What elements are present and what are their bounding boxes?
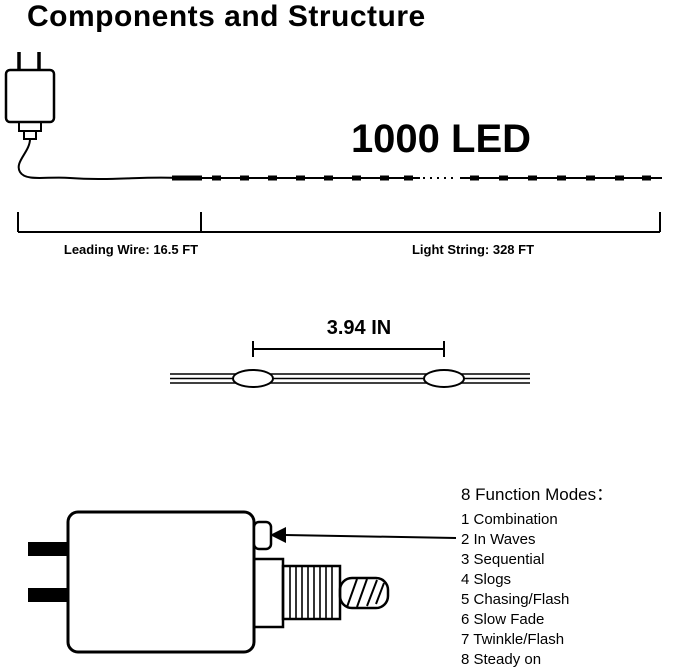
leading-wire	[17, 138, 179, 180]
function-mode-item: 1 Combination	[461, 511, 558, 528]
connector-ridges	[289, 566, 333, 619]
light-string-label: Light String: 328 FT	[412, 242, 534, 257]
led-count-label: 1000 LED	[351, 117, 531, 161]
adapter-body	[66, 510, 256, 654]
function-modes-list: 1 Combination 2 In Waves 3 Sequential 4 …	[461, 510, 613, 670]
function-mode-item: 5 Chasing/Flash	[461, 591, 570, 608]
function-modes-heading: 8 Function Modes：	[461, 485, 614, 504]
connector-icon	[252, 557, 390, 629]
bulb-spacing-label: 3.94 IN	[327, 317, 391, 339]
adapter-diagram	[28, 510, 457, 654]
mode-button	[252, 520, 273, 551]
function-modes: 8 Function Modes： 1 Combination 2 In Wav…	[461, 484, 613, 670]
function-mode-item: 7 Twinkle/Flash	[461, 631, 565, 648]
function-mode-item: 3 Sequential	[461, 551, 545, 568]
led-bulb-icon	[232, 369, 465, 388]
connector-threads	[346, 578, 385, 608]
function-mode-item: 8 Steady on	[461, 651, 542, 668]
function-mode-item: 2 In Waves	[461, 531, 536, 548]
top-diagram: 1000 LED Leading Wire: 16.5 FT Light Str…	[4, 52, 662, 257]
function-mode-item: 6 Slow Fade	[461, 611, 545, 628]
string-segment-wire	[170, 373, 530, 384]
power-plug-icon	[4, 52, 56, 140]
page-title: Components and Structure	[27, 0, 426, 33]
mode-button-arrow-icon	[270, 527, 457, 543]
spacing-measure-line	[252, 341, 445, 357]
leading-wire-label: Leading Wire: 16.5 FT	[64, 242, 198, 257]
measurement-bracket	[17, 212, 661, 233]
plug-prongs-icon	[28, 542, 68, 602]
function-mode-item: 4 Slogs	[461, 571, 512, 588]
spacing-diagram: 3.94 IN	[170, 317, 530, 388]
